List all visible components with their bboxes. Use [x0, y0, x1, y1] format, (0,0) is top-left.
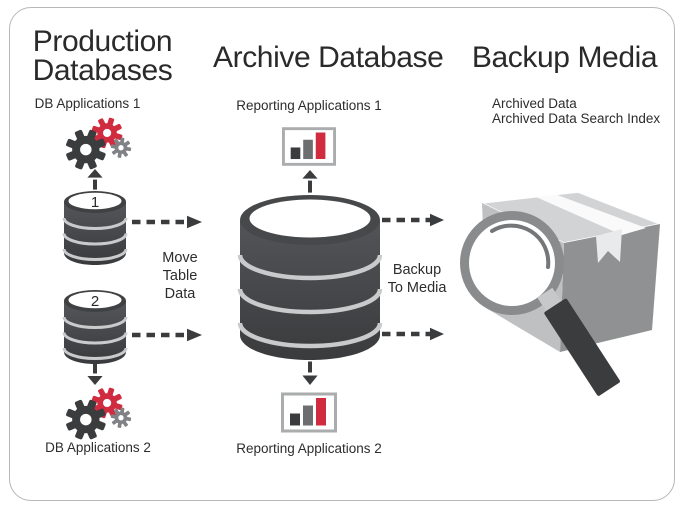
bar-gray	[303, 405, 313, 426]
move-label-line1: Move	[162, 250, 198, 266]
bar-chart-icon-1	[282, 127, 336, 166]
reporting-applications-2-label: Reporting Applications 2	[236, 441, 382, 456]
move-table-data-label: Move Table Data	[149, 249, 211, 303]
move-label-line2: Table	[162, 268, 198, 284]
down-arrow-icon-archive	[302, 361, 318, 385]
dashed-arrow-backup-2	[382, 327, 444, 341]
gear-dark	[66, 399, 106, 440]
backup-to-media-label: Backup To Media	[378, 261, 456, 297]
archive-database-icon	[237, 195, 383, 360]
bar-red	[315, 132, 326, 160]
archive-title: Archive Database	[213, 41, 444, 74]
production-title-line2: Databases	[32, 54, 173, 87]
magnifier-icon	[460, 211, 620, 396]
archived-data-label: Archived Data	[492, 96, 577, 111]
tape-flap	[596, 229, 622, 263]
tape-stripe	[536, 194, 646, 235]
magnifier-handle	[544, 298, 620, 396]
down-arrow-icon-db2	[87, 363, 103, 385]
bar-chart-icon-2	[281, 392, 337, 433]
archived-data-search-index-label: Archived Data Search Index	[492, 110, 661, 126]
database-2-icon: 2	[62, 290, 128, 364]
bar-gray	[303, 139, 313, 160]
bar-dark	[290, 413, 300, 426]
bar-dark	[290, 147, 301, 160]
up-arrow-icon-db1	[87, 169, 103, 190]
db-applications-1-label: DB Applications 1	[34, 96, 141, 111]
dashed-arrow-move-2	[132, 328, 202, 342]
dashed-arrow-move-1	[132, 215, 202, 229]
database-1-number: 1	[91, 194, 99, 211]
bar-red	[316, 398, 326, 426]
reporting-applications-1-label: Reporting Applications 1	[236, 98, 382, 113]
gear-gray	[110, 407, 132, 428]
dashed-arrow-backup-1	[382, 213, 444, 227]
backup-label-line2: To Media	[387, 280, 447, 296]
database-1-icon: 1	[62, 191, 128, 265]
backup-items: Archived Data Archived Data Search Index	[492, 96, 682, 126]
db-applications-2-label: DB Applications 2	[45, 440, 151, 455]
up-arrow-icon-archive	[302, 170, 318, 193]
backup-box-magnifier-icon	[460, 191, 663, 396]
production-title-line1: Production	[32, 25, 173, 58]
database-2-number: 2	[91, 293, 99, 310]
gear-gray	[110, 137, 132, 158]
backup-label-line1: Backup	[392, 262, 442, 278]
backup-title: Backup Media	[471, 41, 658, 74]
gear-dark	[66, 129, 106, 170]
move-label-line3: Data	[164, 286, 196, 302]
gear-red	[91, 387, 123, 419]
production-title: Production Databases	[10, 25, 195, 87]
gears-icon-2	[66, 387, 132, 440]
gears-icon-1	[66, 117, 132, 170]
diagram-rounded-border	[9, 7, 675, 501]
